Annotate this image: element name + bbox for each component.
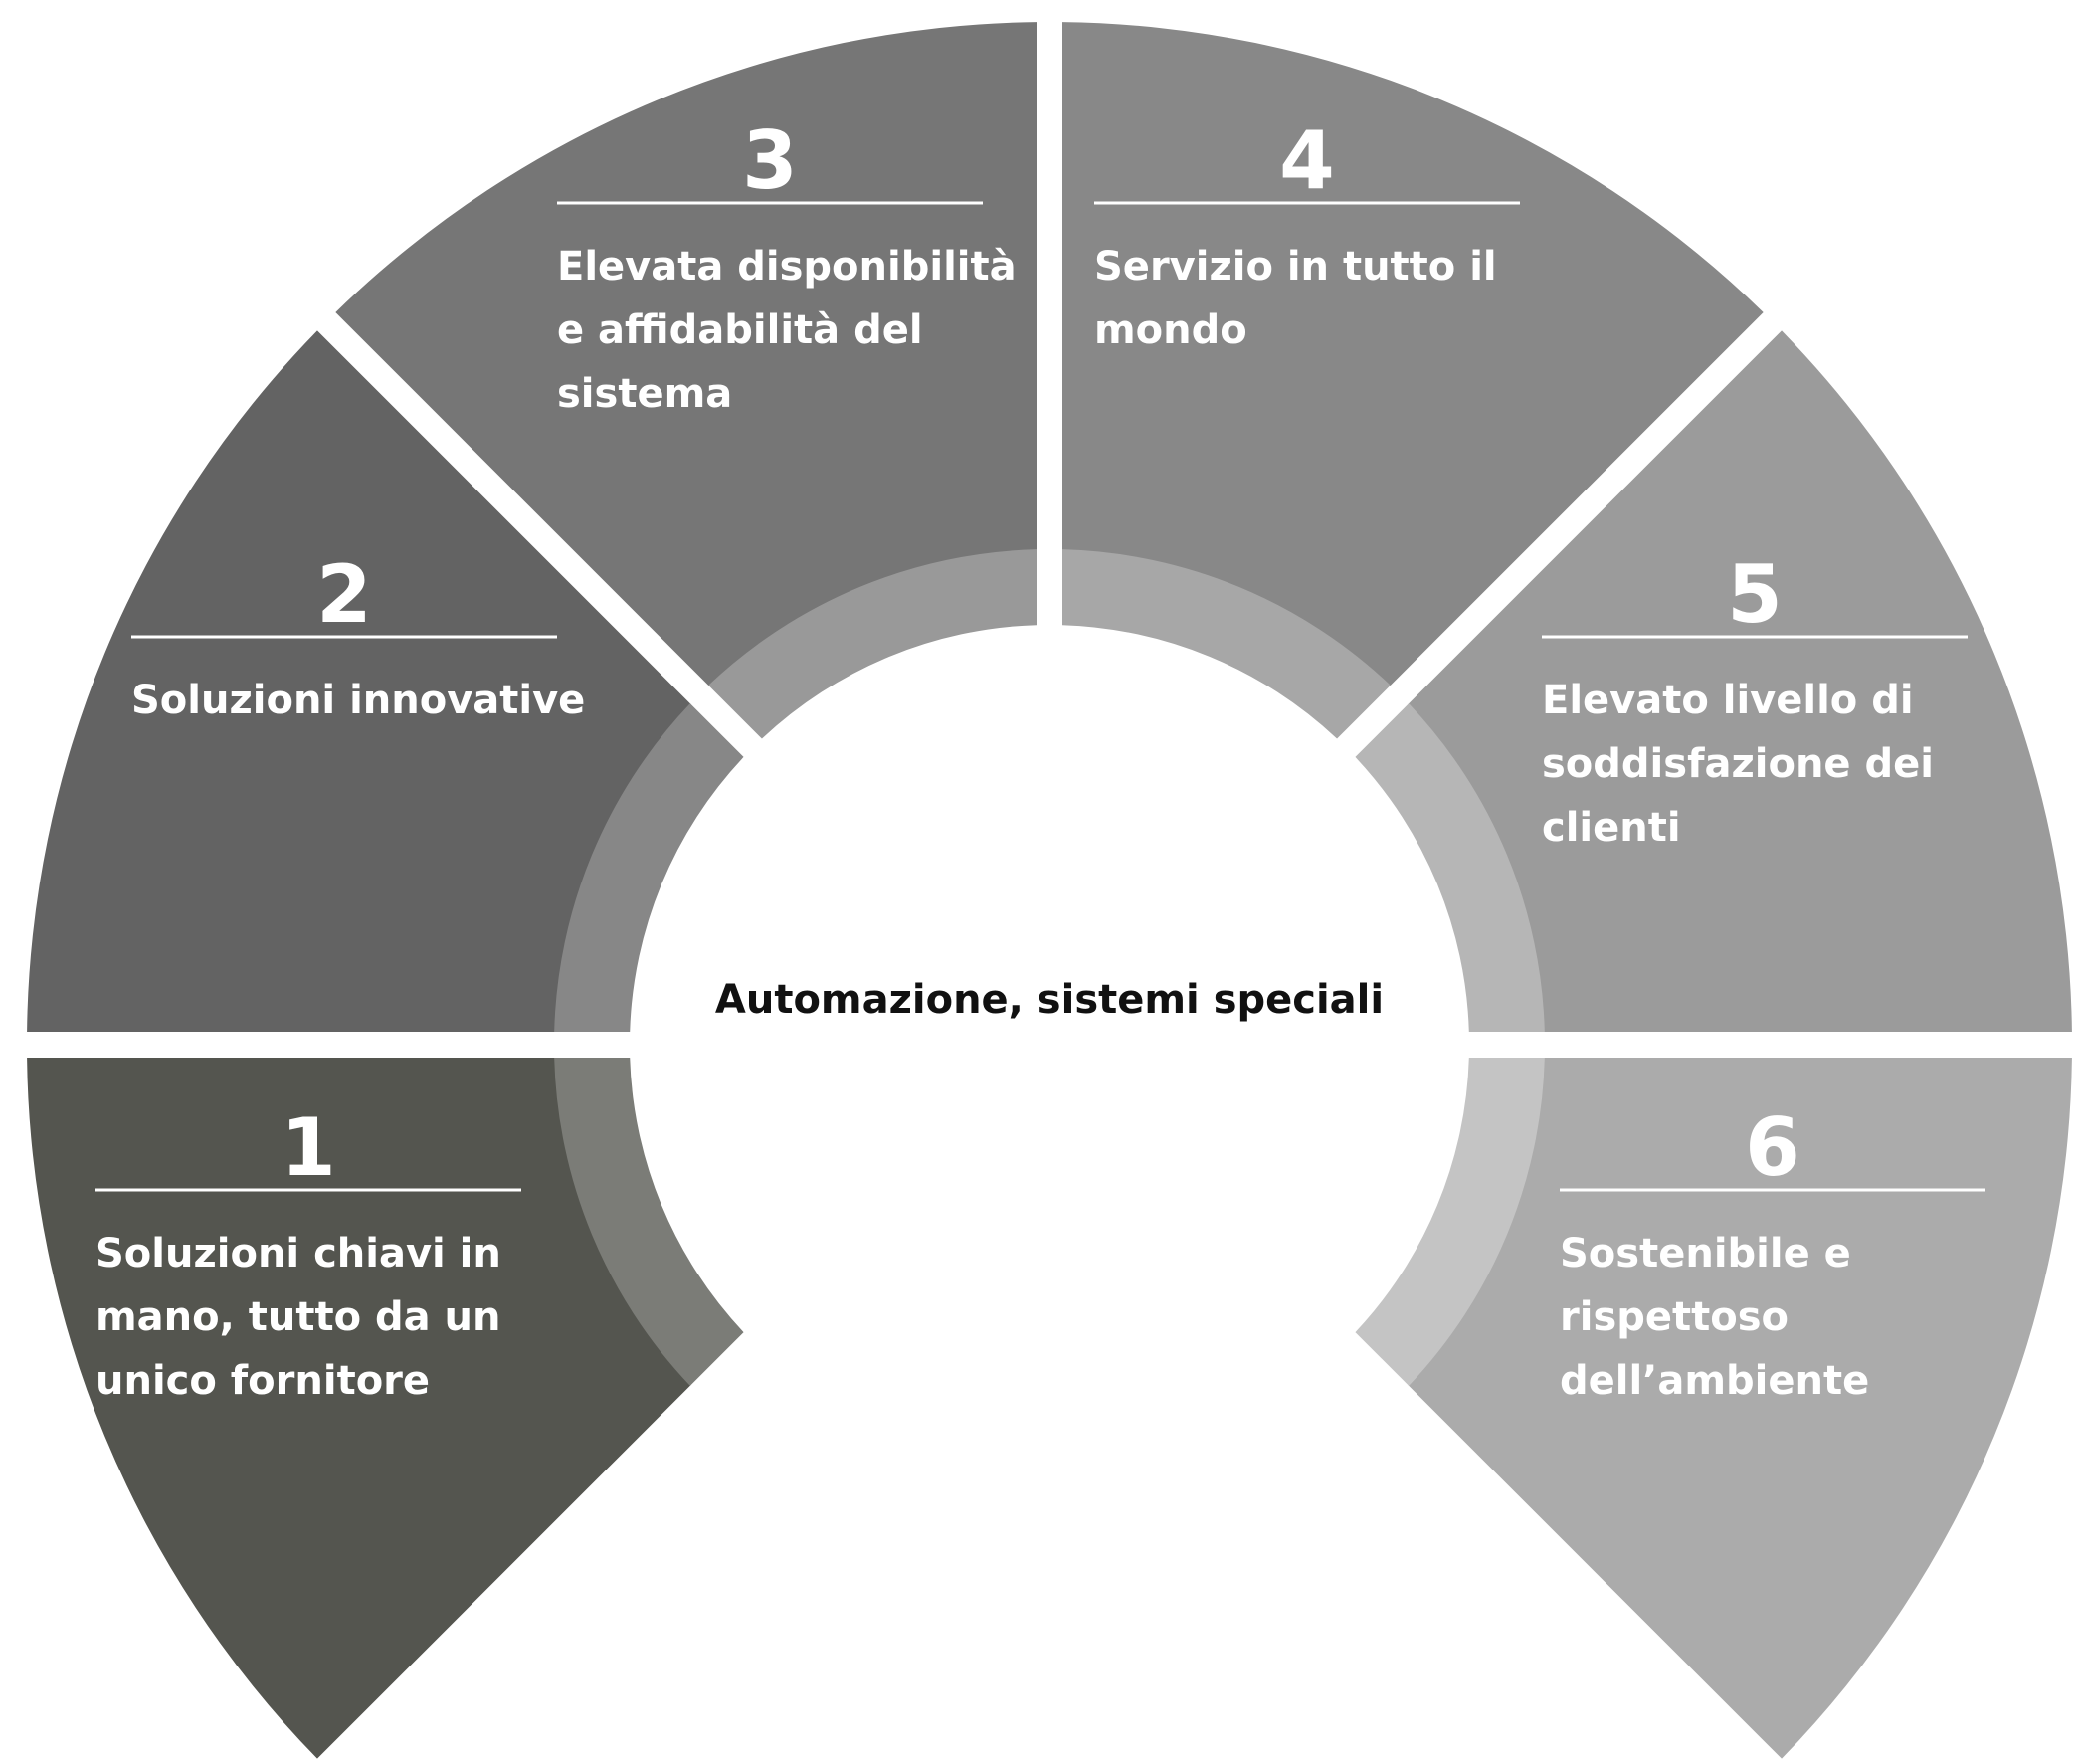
segment-5-number: 5 bbox=[1727, 548, 1783, 641]
segment-5-text-line: clienti bbox=[1542, 805, 1681, 851]
segment-5-inner-band bbox=[1355, 703, 1545, 1032]
segment-4-inner-band bbox=[1062, 549, 1391, 739]
segment-6-inner-band bbox=[1355, 1058, 1545, 1386]
center-label: Automazione, sistemi speciali bbox=[715, 977, 1384, 1023]
segment-3-inner-band bbox=[708, 549, 1037, 739]
segment-6-outer-wedge bbox=[1408, 1058, 2072, 1759]
segment-2-number: 2 bbox=[316, 548, 372, 641]
segment-5-text-line: Elevato livello di bbox=[1542, 678, 1914, 723]
segment-1-inner-band bbox=[554, 1058, 744, 1386]
segment-6-number: 6 bbox=[1745, 1101, 1800, 1194]
segment-3-number: 3 bbox=[742, 114, 798, 207]
segment-4-number: 4 bbox=[1279, 114, 1335, 207]
segment-5-text-line: soddisfazione dei bbox=[1542, 741, 1934, 787]
segment-4-text-line: mondo bbox=[1094, 307, 1247, 353]
segment-2-outer-wedge bbox=[27, 330, 691, 1033]
segment-2-inner-band bbox=[554, 703, 744, 1032]
segment-1-text-line: Soluzioni chiavi in bbox=[95, 1231, 501, 1276]
segment-6-text-line: rispettoso bbox=[1560, 1294, 1789, 1340]
segment-1-text-line: mano, tutto da un bbox=[95, 1294, 501, 1340]
segment-1-outer-wedge bbox=[27, 1058, 691, 1759]
segment-6-text-line: dell’ambiente bbox=[1560, 1358, 1869, 1404]
segment-6-text-line: Sostenibile e bbox=[1560, 1231, 1851, 1276]
segment-1-number: 1 bbox=[281, 1101, 336, 1194]
segment-3-text-line: Elevata disponibilità bbox=[557, 244, 1017, 290]
segment-3-outer-wedge bbox=[335, 22, 1038, 686]
segment-1-text-line: unico fornitore bbox=[95, 1358, 430, 1404]
segment-3-text-line: sistema bbox=[557, 371, 732, 417]
segment-2-text-line: Soluzioni innovative bbox=[131, 678, 585, 723]
segment-3-text-line: e affidabilità del bbox=[557, 307, 923, 353]
segment-4-text-line: Servizio in tutto il bbox=[1094, 244, 1497, 290]
segment-5-outer-wedge bbox=[1408, 330, 2072, 1033]
segment-4-outer-wedge bbox=[1062, 22, 1764, 686]
